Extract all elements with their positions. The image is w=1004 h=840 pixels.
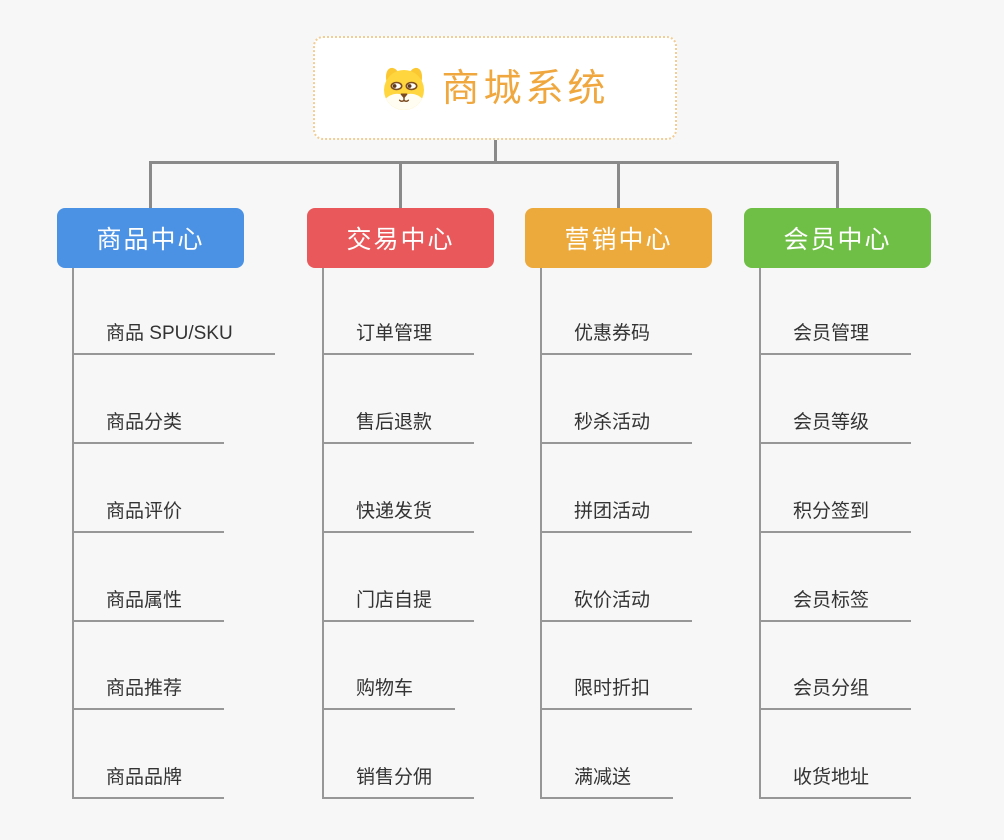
root-node[interactable]: 商城系统 — [313, 36, 677, 140]
branch-node-marketing-center[interactable]: 营销中心 — [525, 208, 712, 268]
leaf-node[interactable]: 门店自提 — [322, 588, 475, 622]
connector-trunk — [540, 268, 542, 799]
leaf-node[interactable]: 快递发货 — [322, 499, 475, 533]
branch-node-trade-center[interactable]: 交易中心 — [307, 208, 494, 268]
leaf-node[interactable]: 会员管理 — [759, 321, 912, 355]
connector-root-stem — [494, 140, 497, 161]
leaf-node[interactable]: 会员标签 — [759, 588, 912, 622]
leaf-node[interactable]: 商品属性 — [72, 588, 225, 622]
leaf-node[interactable]: 售后退款 — [322, 410, 475, 444]
connector-drop-trade — [399, 161, 402, 208]
leaf-node[interactable]: 购物车 — [322, 676, 456, 710]
connector-drop-member — [836, 161, 839, 208]
leaf-node[interactable]: 商品评价 — [72, 499, 225, 533]
root-title: 商城系统 — [441, 68, 610, 110]
connector-drop-product — [149, 161, 152, 208]
connector-bus — [149, 161, 839, 164]
leaf-node[interactable]: 满减送 — [540, 765, 674, 799]
leaf-node[interactable]: 会员分组 — [759, 676, 912, 710]
connector-trunk — [322, 268, 324, 799]
branch-node-member-center[interactable]: 会员中心 — [744, 208, 931, 268]
leaf-node[interactable]: 订单管理 — [322, 321, 475, 355]
connector-trunk — [72, 268, 74, 799]
connector-drop-marketing — [617, 161, 620, 208]
leaf-node[interactable]: 积分签到 — [759, 499, 912, 533]
connector-trunk — [759, 268, 761, 799]
branch-children-member-center: 会员管理 会员等级 积分签到 会员标签 会员分组 收货地址 — [759, 268, 1004, 801]
branch-children-trade-center: 订单管理 售后退款 快递发货 门店自提 购物车 销售分佣 — [322, 268, 582, 801]
leaf-node[interactable]: 商品分类 — [72, 410, 225, 444]
leaf-node[interactable]: 砍价活动 — [540, 588, 693, 622]
leaf-node[interactable]: 秒杀活动 — [540, 410, 693, 444]
leaf-node[interactable]: 商品品牌 — [72, 765, 225, 799]
leaf-node[interactable]: 优惠券码 — [540, 321, 693, 355]
leaf-node[interactable]: 销售分佣 — [322, 765, 475, 799]
dog-face-icon — [384, 67, 425, 110]
leaf-node[interactable]: 拼团活动 — [540, 499, 693, 533]
branch-children-product-center: 商品 SPU/SKU 商品分类 商品评价 商品属性 商品推荐 商品品牌 — [72, 268, 332, 801]
leaf-node[interactable]: 商品推荐 — [72, 676, 225, 710]
branch-node-product-center[interactable]: 商品中心 — [57, 208, 244, 268]
leaf-node[interactable]: 商品 SPU/SKU — [72, 321, 275, 355]
leaf-node[interactable]: 会员等级 — [759, 410, 912, 444]
leaf-node[interactable]: 限时折扣 — [540, 676, 693, 710]
branch-children-marketing-center: 优惠券码 秒杀活动 拼团活动 砍价活动 限时折扣 满减送 — [540, 268, 800, 801]
leaf-node[interactable]: 收货地址 — [759, 765, 912, 799]
